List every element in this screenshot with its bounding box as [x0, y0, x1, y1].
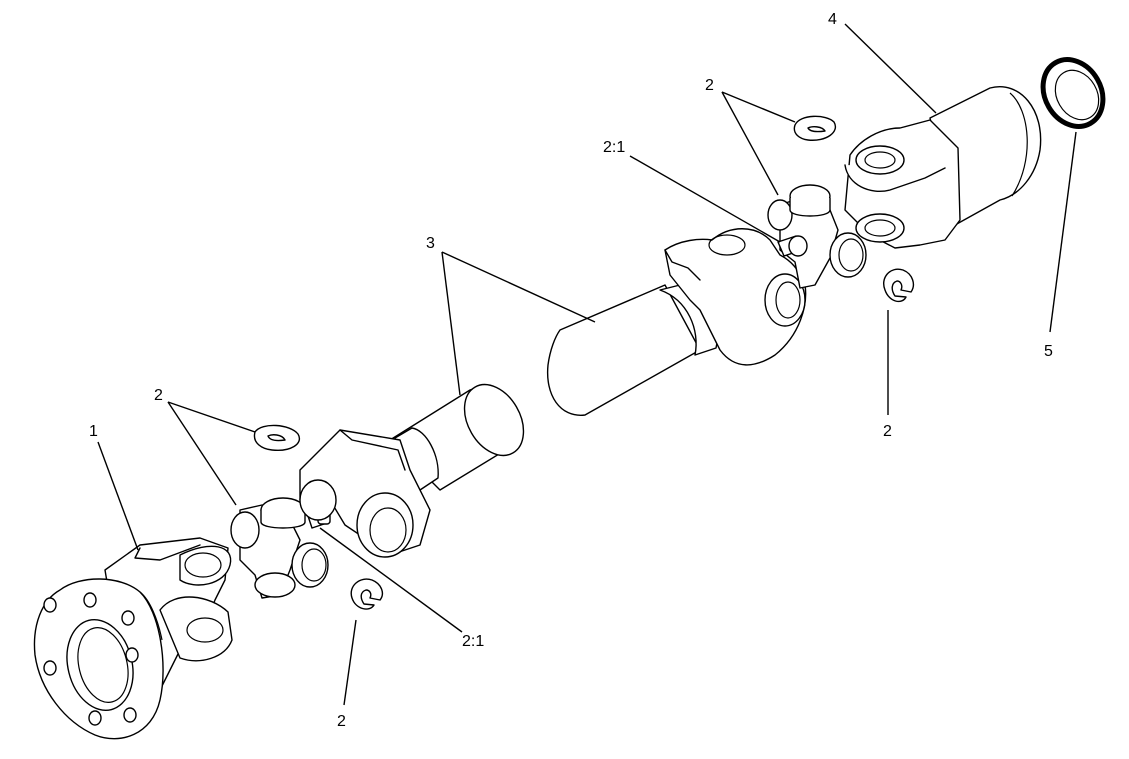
universal-joint-cross-lower [230, 497, 329, 599]
seal-ring [1040, 57, 1106, 129]
callout-2-upper-top: 2 [705, 77, 714, 94]
callout-5: 5 [1044, 343, 1053, 360]
callout-2-1-lower: 2:1 [462, 633, 484, 650]
flange-yoke [33, 537, 233, 740]
snap-ring-upper-right [883, 268, 915, 303]
callout-4: 4 [828, 11, 837, 28]
callout-3: 3 [426, 235, 435, 252]
universal-joint-cross-upper [767, 184, 867, 289]
leader-lines [97, 23, 1077, 706]
slip-yoke-shaft-upper [546, 228, 807, 416]
tube-yoke [844, 86, 1042, 249]
snap-ring-lower-top [253, 424, 301, 451]
slip-yoke-shaft-lower [299, 383, 525, 558]
snap-ring-upper-top [793, 115, 837, 141]
callout-1: 1 [89, 423, 98, 440]
callout-2-lower-left: 2 [154, 387, 163, 404]
grease-fitting-upper [777, 235, 808, 257]
callout-2-1-upper: 2:1 [603, 139, 625, 156]
snap-ring-lower-bottom [350, 578, 384, 610]
callout-2-lower-bottom: 2 [337, 713, 346, 730]
callout-2-upper-right: 2 [883, 423, 892, 440]
